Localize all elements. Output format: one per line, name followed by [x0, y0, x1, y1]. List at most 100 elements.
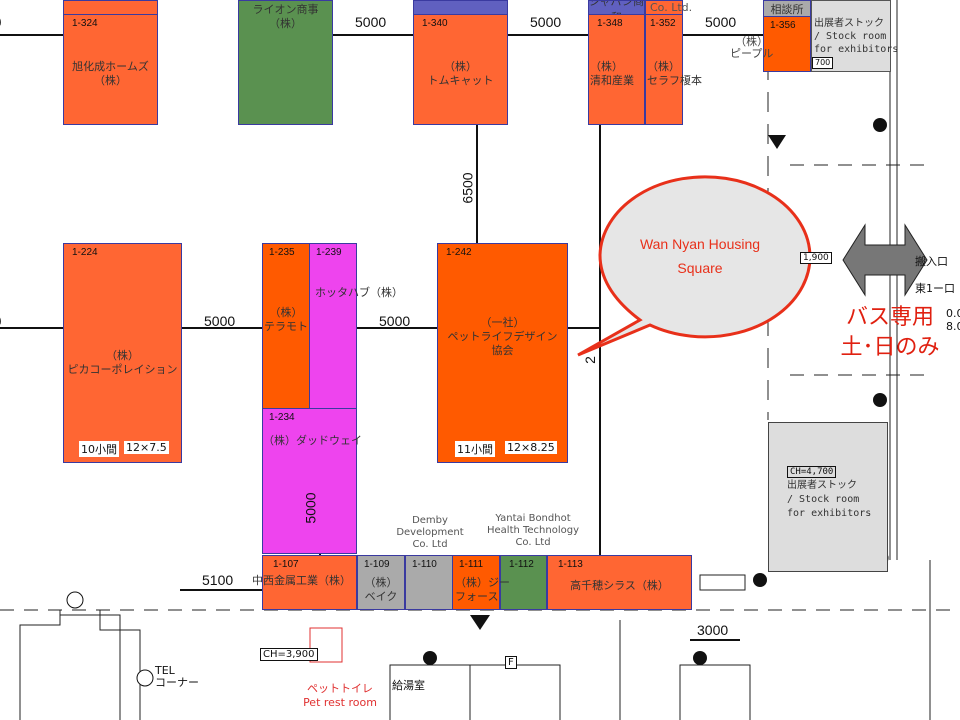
booth-prefix: （株） [444, 60, 477, 73]
dimension-label: 5000 [302, 492, 319, 524]
booth-name: ホッタハブ（株） [315, 286, 403, 299]
booth-name: （株）ジー [455, 576, 510, 589]
booth-1-234[interactable]: 1-234（株）ダッドウェイ [262, 408, 362, 554]
booth-size: 12×7.5 [124, 441, 169, 454]
booth-name: ピープル [730, 47, 774, 60]
company-name: Co. Ltd [515, 537, 551, 548]
label-jp: ペットトイレ [307, 682, 373, 695]
value-label: 8.0 [946, 320, 960, 333]
booth-name: 旭化成ホームズ [72, 60, 149, 73]
booth-name: フォース [455, 590, 499, 603]
bus-only-notice: バス専用土･日のみ [836, 303, 944, 363]
company-name: Health Technology [486, 525, 580, 536]
booth-name: （株）ダッドウェイ [263, 434, 362, 447]
dimension-label: 5000 [530, 14, 562, 30]
booth-id: 1-110 [412, 559, 437, 570]
stock-label-jp: 出展者ストック [787, 480, 857, 491]
ceiling-height: 700 [812, 57, 834, 69]
booth-japan[interactable]: ジャパン商和 [588, 0, 645, 15]
booth-name: ピカコーポレイション [67, 363, 178, 376]
booth-prefix: （株） [735, 35, 769, 48]
booth-name: 清和産業 [590, 74, 634, 87]
label: コーナー [155, 676, 199, 689]
booth-1-348[interactable]: 1-348（株）清和産業 [588, 14, 645, 125]
stock-label-en: for exhibitors [814, 44, 899, 55]
booth-name: ベイク [364, 590, 398, 603]
label: TEL [155, 664, 175, 677]
booth-id: 1-109 [364, 559, 390, 570]
stock-label-en: / Stock room [814, 31, 887, 42]
ceiling-height: CH=3,900 [260, 648, 318, 661]
kitchenette-label: 給湯室 [392, 679, 425, 692]
dimension-label: 3000 [697, 622, 729, 638]
notice-line: 土･日のみ [840, 335, 940, 360]
booth-1-235[interactable]: 1-235（株）テラモト [262, 243, 310, 409]
booth-id: 1-107 [273, 559, 299, 570]
dimension-label: 5000 [379, 313, 411, 329]
booth-id: 1-224 [72, 247, 98, 258]
booth-1-112[interactable]: 1-112 [500, 555, 547, 610]
booth-1-356-label: （株）ピープル [730, 36, 773, 60]
booth-id: 1-113 [558, 559, 583, 570]
company-name: Demby [412, 515, 448, 526]
dimension-label: 000 [0, 14, 1, 30]
dimension-label: 5000 [705, 14, 737, 30]
booth-units: 11小間 [455, 441, 495, 457]
dimension-label: 5000 [355, 14, 387, 30]
booth-name: 高千穂シラス（株） [570, 579, 669, 592]
callout-line: Square [677, 260, 723, 276]
booth-name: 中西金属工業（株） [252, 574, 351, 587]
callout-bubble [577, 175, 812, 357]
stock-label-en: / Stock room [787, 494, 860, 505]
booth-name: ライオン商事 [252, 3, 319, 16]
label-en: Pet rest room [303, 696, 377, 709]
booth-1-111[interactable]: 1-111 （株）ジーフォース [452, 555, 510, 610]
booth-name: トムキャット [427, 74, 494, 87]
company-name: Co. Ltd [412, 539, 448, 550]
ceiling-height: CH=4,700 [787, 466, 837, 478]
booth-1-109[interactable]: 1-109 （株）ベイク [357, 555, 405, 610]
booth-1-324[interactable]: 1-324 旭化成ホームズ（株） [63, 14, 158, 125]
booth-id: 1-112 [509, 559, 534, 570]
f-label: F [505, 656, 517, 669]
company-suffix: Co. Ltd. [650, 1, 693, 14]
booth-name: ジャパン商和 [589, 0, 644, 14]
booth-name: セラフ榎本 [647, 74, 702, 87]
booth-1-110[interactable]: 1-110 [405, 555, 453, 610]
booth-name: ペットライフデザイン [447, 330, 558, 343]
booth-prefix: （株） [647, 60, 680, 73]
booth-1-340[interactable]: 1-340 （株）トムキャット [413, 14, 508, 125]
dimension-label: 2 [581, 356, 598, 364]
company-name: Development [396, 527, 464, 538]
booth-suffix: （株） [94, 74, 127, 87]
booth-id: 1-111 [459, 559, 484, 570]
booth-suffix: （株） [269, 17, 302, 30]
dimension-label: 5000 [204, 313, 236, 329]
booth-lion[interactable]: ライオン商事（株） [238, 0, 333, 125]
booth-id: 1-324 [72, 18, 98, 29]
booth-prefix: （株） [269, 306, 303, 319]
callout-line: Wan Nyan Housing [639, 236, 761, 252]
entrance-label: 搬入口 [915, 255, 948, 268]
booth-1-107[interactable]: 1-107 中西金属工業（株） [252, 555, 357, 610]
room-name: 相談所 [770, 3, 804, 16]
booth-1-113[interactable]: 1-113 高千穂シラス（株） [547, 555, 692, 610]
booth-id: 1-340 [422, 18, 448, 29]
booth-1-352[interactable]: 1-352 （株）セラフ榎本 [645, 14, 702, 125]
dimension-label: 000 [0, 313, 1, 329]
consult-room: 相談所 [763, 0, 811, 17]
booth-1-356[interactable]: 1-356 [763, 16, 811, 72]
booth-id: 1-352 [650, 18, 676, 29]
stock-label-en: for exhibitors [787, 508, 872, 519]
entrance-arrow-icon [842, 223, 928, 297]
booth-units: 10小間 [79, 441, 119, 457]
company-name: Yantai Bondhot [495, 513, 571, 524]
booth-prefix: （株） [364, 576, 398, 589]
